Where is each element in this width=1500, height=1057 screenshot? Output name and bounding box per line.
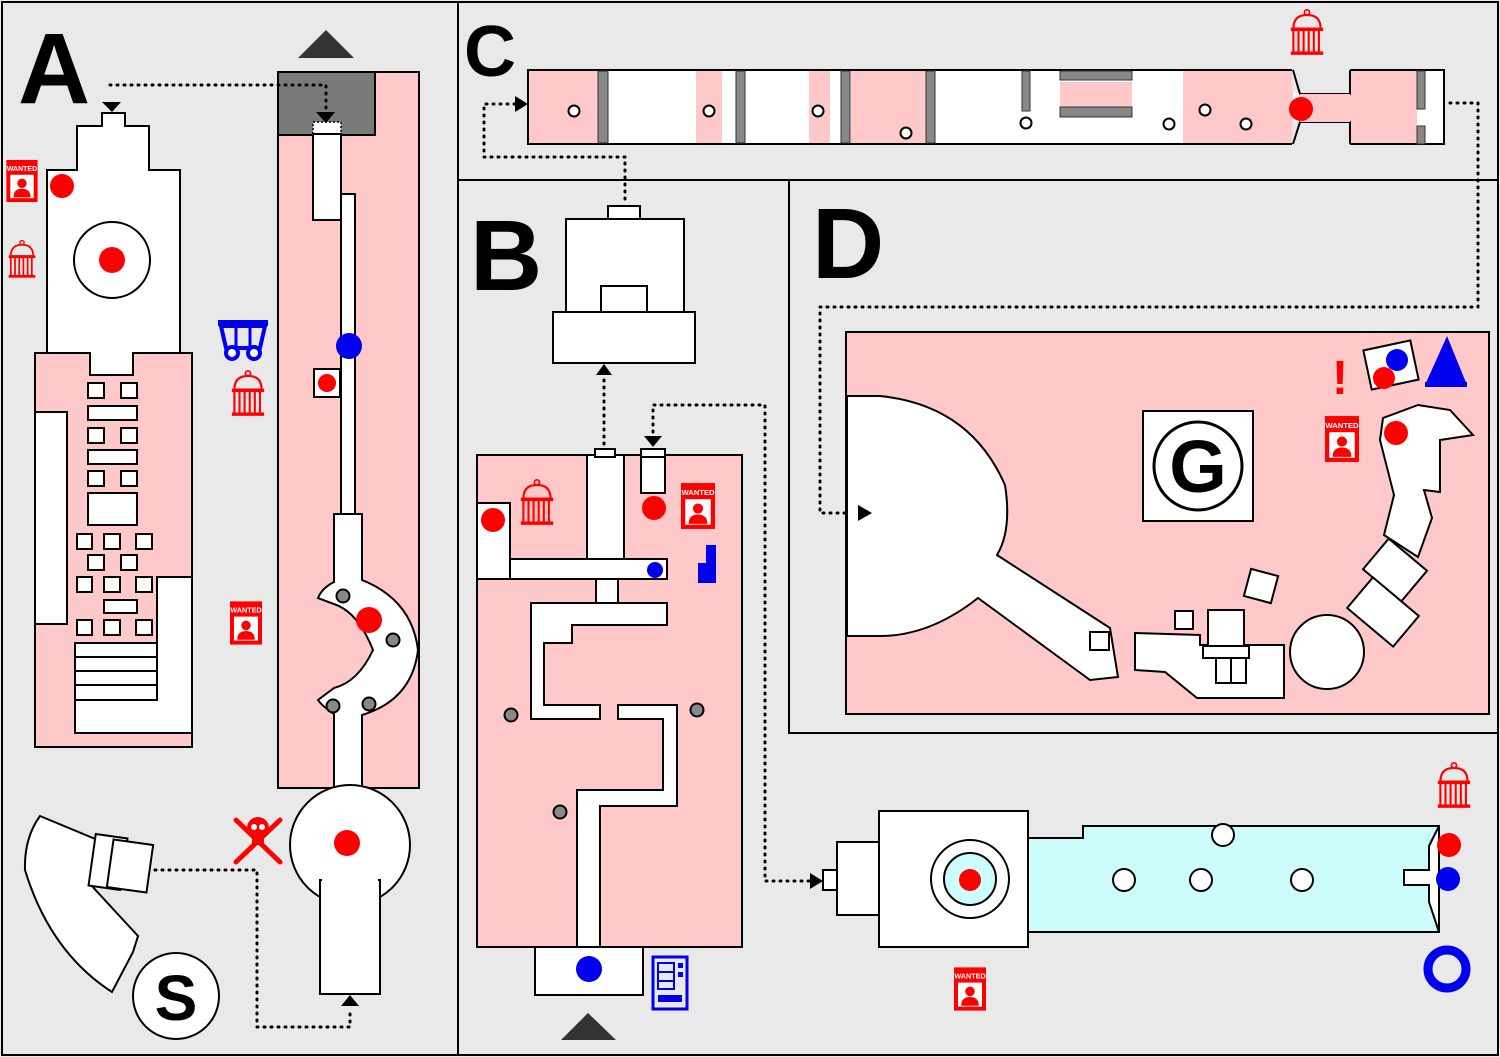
entry-arrow-a xyxy=(102,102,121,112)
enemy xyxy=(334,830,360,856)
alert-icon: ! xyxy=(1332,352,1348,405)
section-d: D G ! WANTED xyxy=(812,188,1490,715)
cone-icon xyxy=(1425,336,1467,385)
ally xyxy=(1386,349,1408,371)
ally xyxy=(336,333,362,359)
goal-label: G xyxy=(1169,425,1227,508)
route-path xyxy=(602,374,812,883)
enemy xyxy=(1373,367,1395,389)
section-b-label: B xyxy=(470,200,542,312)
svg-text:WANTED: WANTED xyxy=(1325,421,1359,430)
wanted-poster-icon: WANTED xyxy=(681,483,715,529)
svg-text:WANTED: WANTED xyxy=(954,972,985,981)
route-path xyxy=(108,83,352,1029)
skull-crossbones-icon xyxy=(233,817,283,865)
start-label: S xyxy=(155,962,198,1034)
section-c-label: C xyxy=(464,12,516,92)
wanted-poster-icon: WANTED xyxy=(954,967,986,1011)
section-c: C xyxy=(464,8,1480,515)
enemy xyxy=(959,869,981,891)
route-path xyxy=(482,101,1480,515)
section-a: A xyxy=(6,13,420,1040)
crate-grid xyxy=(76,382,153,636)
svg-text:WANTED: WANTED xyxy=(230,606,261,615)
wanted-poster-icon: WANTED xyxy=(230,601,262,645)
ally xyxy=(647,562,663,578)
ally xyxy=(576,956,602,982)
enemy xyxy=(642,496,666,520)
mine-cart-icon xyxy=(218,320,268,361)
enemy xyxy=(50,174,74,198)
triangle-up-icon xyxy=(561,1013,616,1040)
enemy xyxy=(356,607,382,633)
wanted-poster-icon: WANTED xyxy=(6,159,38,203)
section-b: B WANTED xyxy=(470,200,812,1040)
enemy xyxy=(481,508,505,532)
enemy xyxy=(318,374,336,392)
enemy xyxy=(99,247,125,273)
ring-icon xyxy=(1423,945,1471,993)
enemy xyxy=(1437,833,1461,857)
wanted-poster-icon: WANTED xyxy=(1325,416,1359,462)
section-d-label: D xyxy=(812,188,884,300)
section-a-label: A xyxy=(18,13,90,125)
enemy xyxy=(1289,97,1313,121)
enemy xyxy=(1384,421,1408,445)
triangle-up-icon xyxy=(298,30,354,58)
goal-marker xyxy=(1152,420,1244,512)
section-e: WANTED xyxy=(810,761,1472,1011)
start-marker xyxy=(132,952,220,1040)
svg-text:WANTED: WANTED xyxy=(681,488,715,497)
ally xyxy=(1436,867,1460,891)
vending-machine-icon xyxy=(651,955,689,1011)
svg-text:WANTED: WANTED xyxy=(7,166,37,173)
stairs-icon xyxy=(678,545,716,583)
